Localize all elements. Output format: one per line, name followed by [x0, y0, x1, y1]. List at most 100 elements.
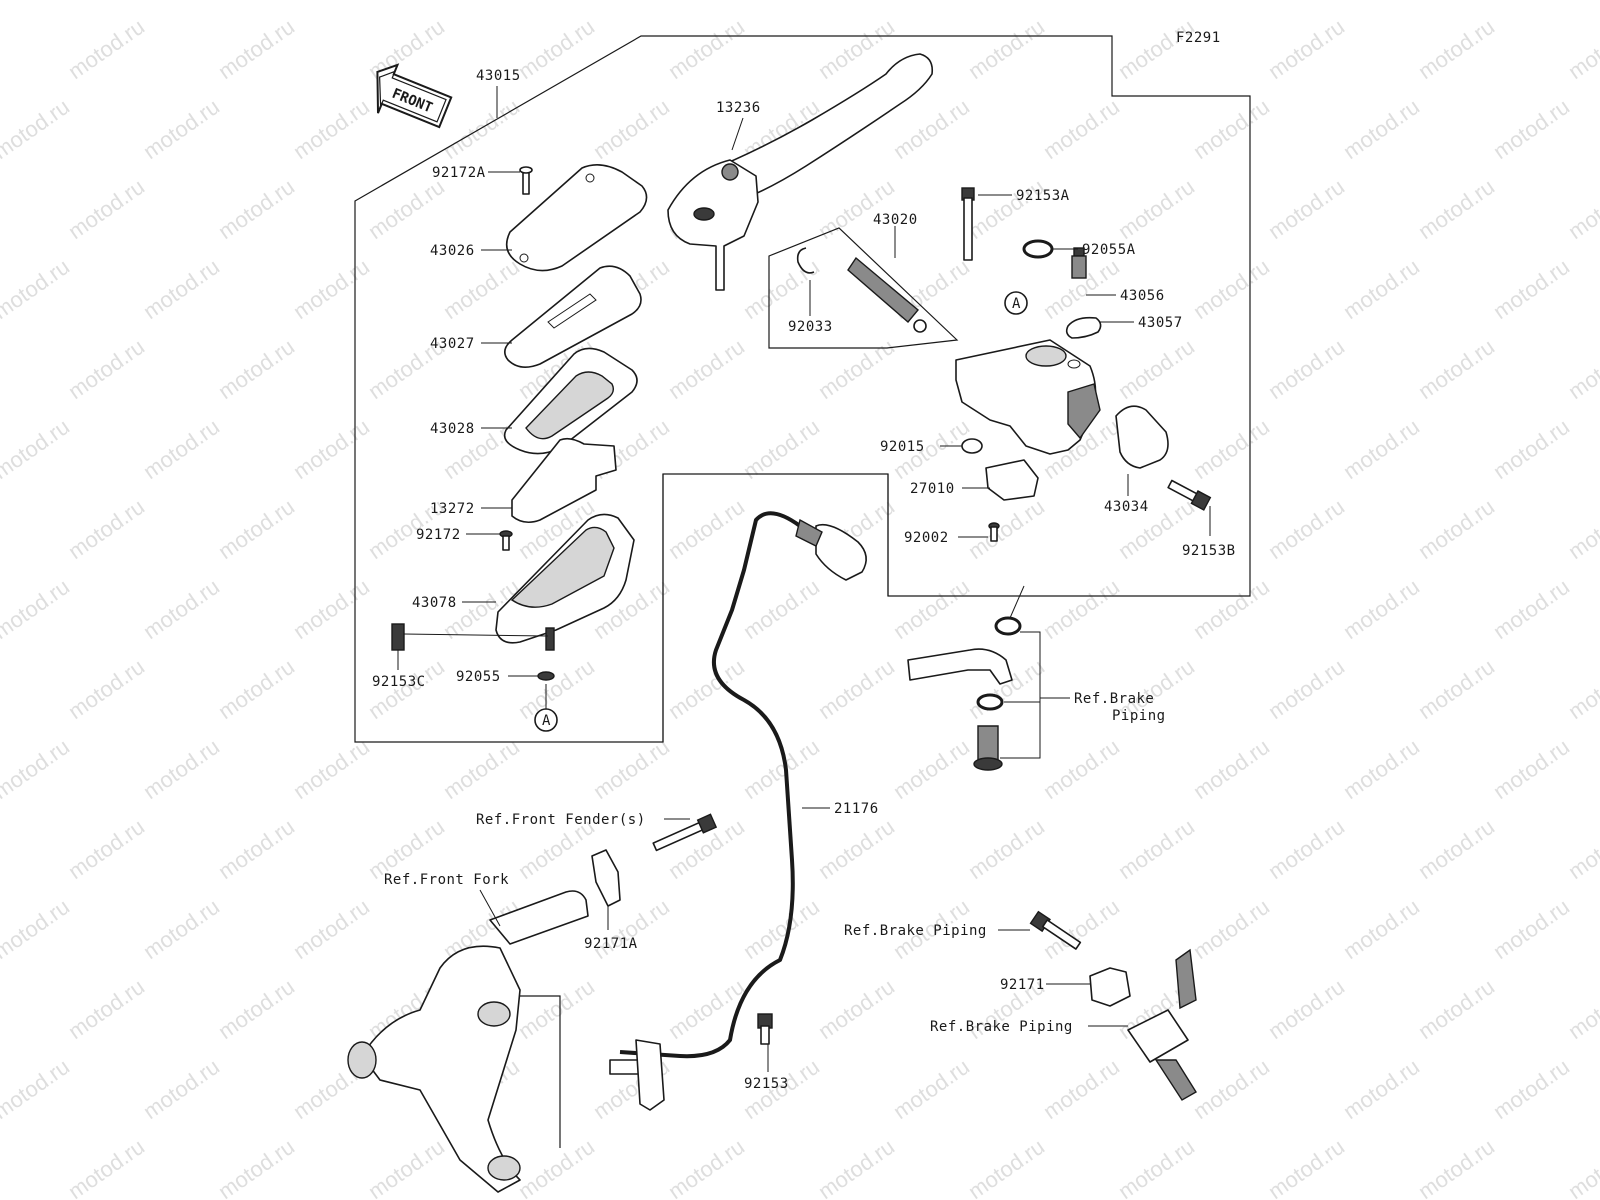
watermark-text: motod.ru — [0, 94, 74, 164]
watermark-text: motod.ru — [139, 734, 224, 804]
diaphragm-inner — [525, 371, 615, 440]
watermark-text: motod.ru — [889, 574, 974, 644]
watermark-text: motod.ru — [589, 94, 674, 164]
watermark-text: motod.ru — [139, 414, 224, 484]
label-ref-front-fender: Ref.Front Fender(s) — [476, 812, 646, 828]
watermark-text: motod.ru — [589, 734, 674, 804]
watermark-text: motod.ru — [139, 254, 224, 324]
watermark-text: motod.ru — [214, 174, 299, 244]
watermark-text: motod.ru — [514, 974, 599, 1044]
watermark-text: motod.ru — [64, 654, 149, 724]
watermark-text: motod.ru — [289, 414, 374, 484]
sensor-bracket — [609, 1039, 665, 1111]
watermark-text: motod.ru — [889, 734, 974, 804]
label-43028: 43028 — [430, 421, 475, 437]
leader-lines — [397, 86, 1211, 1072]
watermark-text: motod.ru — [1264, 174, 1349, 244]
watermark-text: motod.ru — [1114, 1134, 1199, 1200]
watermark-text: motod.ru — [814, 974, 899, 1044]
oring-92055 — [537, 671, 555, 681]
watermark-text: motod.ru — [1489, 734, 1574, 804]
watermark-text: motod.ru — [1189, 254, 1274, 324]
watermark-text: motod.ru — [1114, 334, 1199, 404]
clip-92171 — [1029, 910, 1131, 1007]
watermark-text: motod.ru — [64, 174, 149, 244]
watermark-text: motod.ru — [814, 1134, 899, 1200]
watermark-text: motod.ru — [814, 334, 899, 404]
watermark-text: motod.ru — [1489, 0, 1574, 4]
banjo-fitting — [907, 585, 1025, 771]
watermark-text: motod.ru — [1039, 574, 1124, 644]
label-92055: 92055 — [456, 669, 501, 685]
watermark-text: motod.ru — [514, 14, 599, 84]
watermark-text: motod.ru — [1039, 734, 1124, 804]
watermark-text: motod.ru — [964, 1134, 1049, 1200]
label-92171a: 92171A — [584, 936, 638, 952]
watermark-text: motod.ru — [364, 174, 449, 244]
watermark-text: motod.ru — [289, 894, 374, 964]
label-13236: 13236 — [716, 100, 761, 116]
label-43020: 43020 — [873, 212, 918, 228]
label-92172a: 92172A — [432, 165, 486, 181]
label-ref-front-fork: Ref.Front Fork — [384, 872, 509, 888]
watermark-text: motod.ru — [139, 0, 224, 4]
watermark-text: motod.ru — [1414, 334, 1499, 404]
screw-92172a — [519, 166, 533, 195]
label-92153b: 92153B — [1182, 543, 1236, 559]
label-92171: 92171 — [1000, 977, 1045, 993]
watermark-text: motod.ru — [1339, 414, 1424, 484]
watermark-text: motod.ru — [1489, 254, 1574, 324]
watermark-text: motod.ru — [1564, 14, 1600, 84]
watermark-text: motod.ru — [964, 494, 1049, 564]
bolt-92153 — [757, 1013, 773, 1045]
label-43034: 43034 — [1104, 499, 1149, 515]
label-43057: 43057 — [1138, 315, 1183, 331]
watermark-text: motod.ru — [1564, 654, 1600, 724]
watermark-text: motod.ru — [964, 814, 1049, 884]
watermark-text: motod.ru — [1264, 654, 1349, 724]
bolt-92153a — [961, 187, 975, 261]
label-21176: 21176 — [834, 801, 879, 817]
watermark-text: motod.ru — [589, 0, 674, 4]
label-ref-brake-piping-2: Ref.Brake Piping — [844, 923, 987, 939]
watermark-text: motod.ru — [1189, 894, 1274, 964]
watermark-text: motod.ru — [1414, 1134, 1499, 1200]
assembly-outline — [354, 35, 1251, 743]
label-92153a: 92153A — [1016, 188, 1070, 204]
watermark-text: motod.ru — [1489, 94, 1574, 164]
cap-43057 — [1065, 316, 1102, 339]
watermark-text: motod.ru — [1564, 494, 1600, 564]
screw-92172 — [499, 530, 513, 551]
plate-43027 — [504, 265, 642, 368]
reservoir-cap-43026 — [505, 164, 648, 272]
clamp-92171a — [591, 849, 621, 907]
watermark-text: motod.ru — [64, 494, 149, 564]
plate-slot — [547, 293, 597, 329]
label-ref-brake-piping-3: Ref.Brake Piping — [930, 1019, 1073, 1035]
watermark-text: motod.ru — [1264, 14, 1349, 84]
watermark-text: motod.ru — [964, 174, 1049, 244]
watermark-text: motod.ru — [664, 334, 749, 404]
label-43026: 43026 — [430, 243, 475, 259]
watermark-text: motod.ru — [0, 734, 74, 804]
watermark-text: motod.ru — [439, 94, 524, 164]
watermark-text: motod.ru — [664, 494, 749, 564]
watermark-text: motod.ru — [739, 0, 824, 4]
watermark-text: motod.ru — [814, 814, 899, 884]
lever-13236 — [667, 53, 934, 291]
watermark-text: motod.ru — [139, 894, 224, 964]
watermark-text: motod.ru — [1339, 0, 1424, 4]
watermark-text: motod.ru — [514, 1134, 599, 1200]
watermark-text: motod.ru — [1189, 1054, 1274, 1124]
watermark-text: motod.ru — [889, 1054, 974, 1124]
watermark-text: motod.ru — [1039, 0, 1124, 4]
switch-27010 — [985, 459, 1039, 501]
reservoir-nipple — [545, 627, 555, 651]
watermark-text: motod.ru — [0, 414, 74, 484]
watermark-text: motod.ru — [1264, 1134, 1349, 1200]
oring-92055a — [1022, 239, 1054, 259]
watermark-text: motod.ru — [289, 734, 374, 804]
watermark-text: motod.ru — [1414, 974, 1499, 1044]
watermark-text: motod.ru — [1264, 974, 1349, 1044]
